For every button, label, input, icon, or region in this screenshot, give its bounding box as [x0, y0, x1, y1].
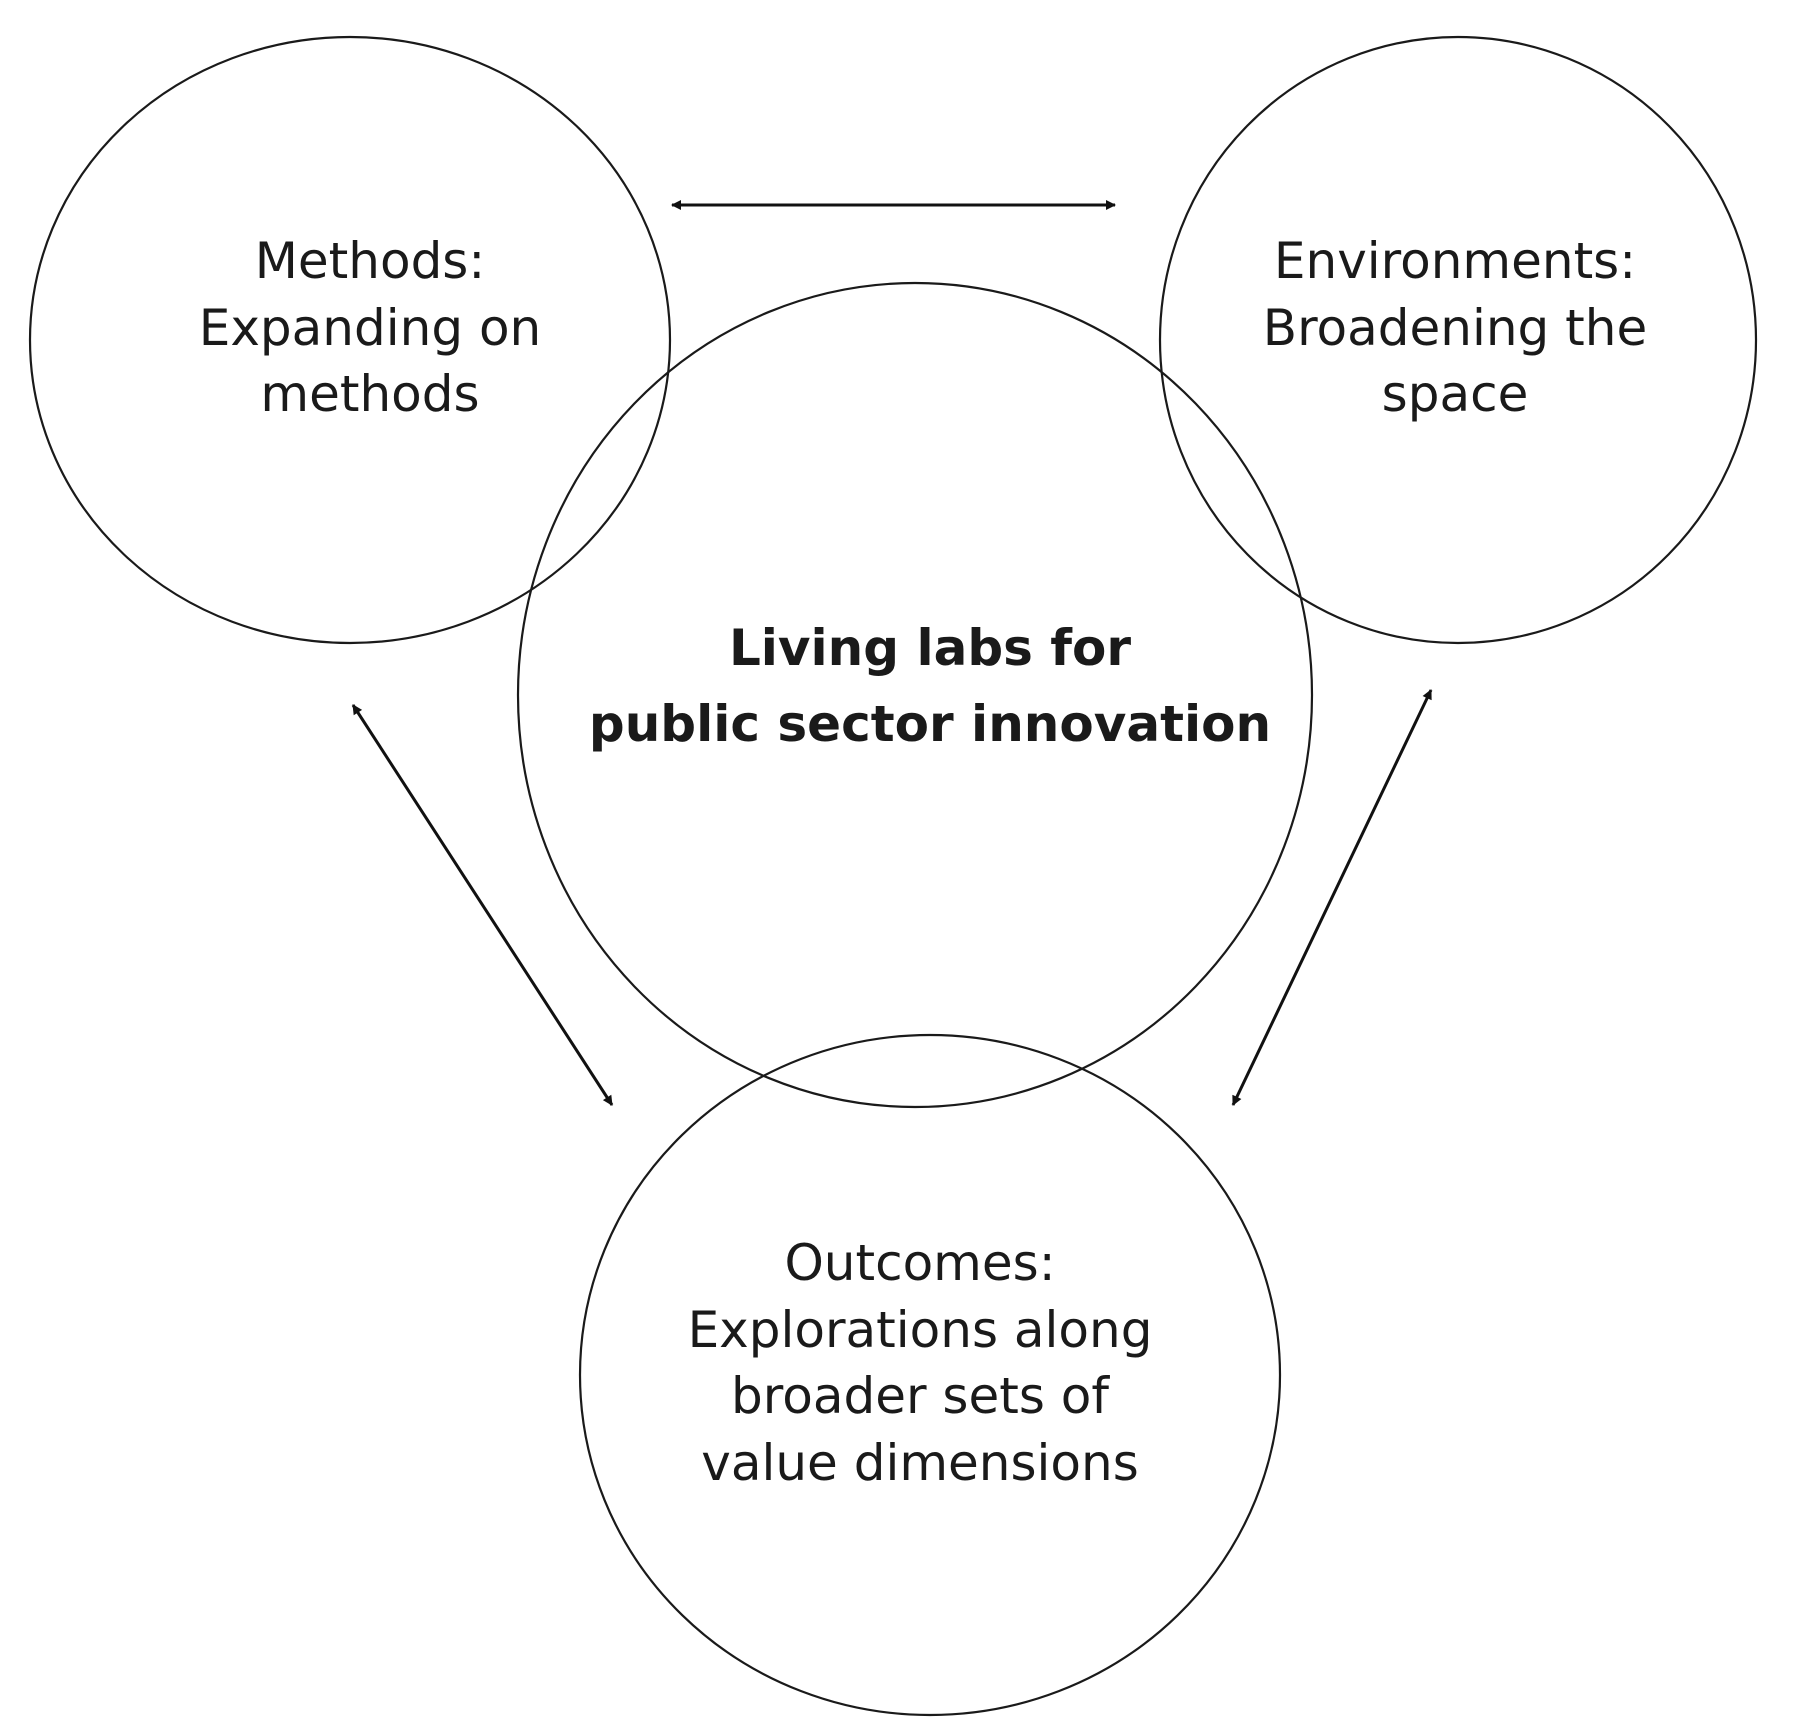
outcomes-label: Outcomes: Explorations along broader set…: [640, 1230, 1200, 1496]
methods-label: Methods: Expanding on methods: [170, 228, 570, 428]
environments-title: Environments:: [1273, 232, 1637, 290]
methods-line1: Expanding on: [198, 298, 542, 357]
outcomes-circle: [578, 1033, 1282, 1717]
methods-title: Methods:: [254, 232, 486, 290]
center-line1: Living labs for: [728, 619, 1132, 677]
arrow-environments-outcomes: [1231, 689, 1433, 1106]
outcomes-line3: value dimensions: [701, 1433, 1139, 1492]
methods-line2: methods: [260, 365, 480, 423]
methods-circle: [28, 35, 672, 645]
outcomes-line2: broader sets of: [731, 1367, 1109, 1425]
arrow-methods-outcomes: [351, 704, 614, 1106]
outcomes-title: Outcomes:: [784, 1234, 1056, 1292]
center-label: Living labs for public sector innovation: [570, 610, 1290, 762]
environments-line1: Broadening the: [1262, 298, 1648, 357]
environments-line2: space: [1381, 365, 1529, 423]
environments-label: Environments: Broadening the space: [1225, 228, 1685, 428]
center-line2: public sector innovation: [588, 695, 1272, 753]
environments-circle: [1158, 35, 1758, 645]
outcomes-line1: Explorations along: [687, 1300, 1153, 1359]
